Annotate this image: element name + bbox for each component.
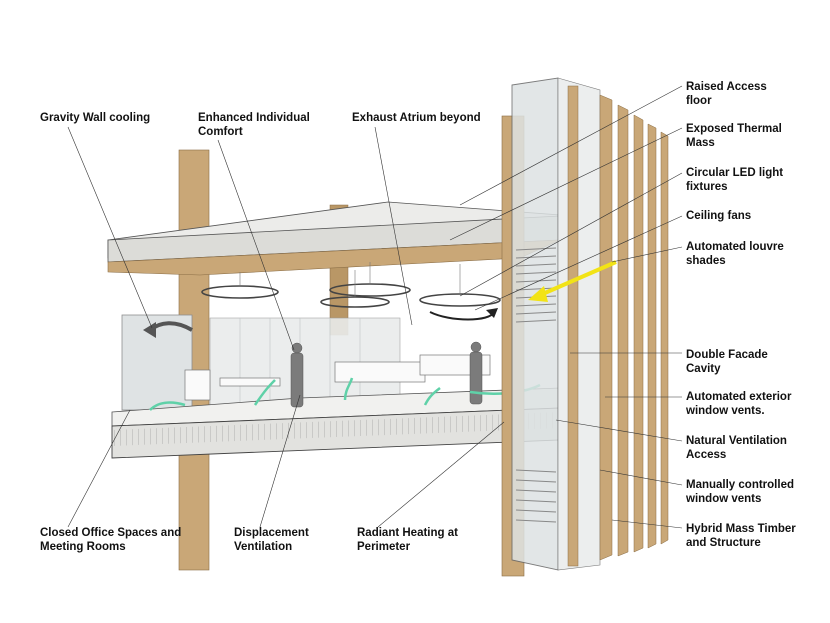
person-2-body: [469, 351, 483, 405]
leader-comfort: [217, 139, 295, 351]
label-louvres: Automated louvre shades: [686, 241, 784, 267]
leader-raised-floor: [459, 85, 683, 206]
leader-louvres: [611, 246, 683, 263]
label-radiant: Radiant Heating at Perimeter: [357, 527, 458, 553]
leader-radiant: [377, 421, 505, 528]
label-hybrid: Hybrid Mass Timber and Structure: [686, 523, 796, 549]
label-double-facade: Double Facade Cavity: [686, 349, 768, 375]
exterior-fins: [599, 94, 669, 561]
leader-atrium: [374, 126, 413, 326]
label-closed-office: Closed Office Spaces and Meeting Rooms: [40, 527, 182, 553]
sunlight-arrowhead: [528, 286, 548, 302]
leader-displacement: [259, 394, 301, 528]
desk-1: [334, 361, 426, 383]
label-thermal-mass: Exposed Thermal Mass: [686, 123, 782, 149]
label-individual-comfort: Enhanced Individual Comfort: [198, 112, 310, 138]
leader-manual-vents: [599, 469, 683, 486]
label-led: Circular LED light fixtures: [686, 167, 784, 193]
label-displacement: Displacement Ventilation: [234, 527, 309, 553]
cabinet: [184, 369, 211, 401]
meeting-table: [219, 377, 281, 387]
meeting-room-glass: [121, 314, 193, 411]
airflow-1: [149, 401, 186, 411]
label-raised-floor: Raised Access floor: [686, 81, 767, 107]
raised-floor-hatch: [112, 412, 560, 446]
sunlight-ray: [537, 260, 617, 298]
label-manual-vents: Manually controlled window vents: [686, 479, 794, 505]
airflow-2: [253, 379, 276, 406]
louvre-shades: [515, 247, 557, 523]
label-exhaust-atrium: Exhaust Atrium beyond: [352, 112, 481, 124]
facade-glass-outer: [511, 77, 559, 571]
leader-closed-office: [67, 409, 131, 528]
airflow-3: [343, 377, 354, 401]
leader-led: [459, 172, 683, 297]
person-1-body: [290, 352, 304, 408]
label-gravity-wall: Gravity Wall cooling: [40, 112, 151, 124]
label-natural-vent: Natural Ventilation Access: [686, 435, 787, 461]
gravity-wall-arrowhead: [143, 322, 156, 338]
airflow-4: [423, 387, 441, 406]
ceiling-fan-arrowhead: [486, 308, 498, 318]
facade-mullion: [567, 85, 579, 567]
label-fans: Ceiling fans: [686, 210, 752, 222]
leader-thermal-mass: [449, 127, 683, 241]
leader-natural-vent: [555, 419, 683, 442]
person-2-head: [470, 341, 482, 353]
ceiling-fan-swirl: [429, 311, 495, 321]
timber-ceiling: [107, 239, 561, 276]
leader-hybrid: [611, 519, 683, 529]
leader-fans: [474, 215, 683, 311]
leader-gravity-wall: [67, 126, 153, 329]
facade-cavity: [557, 77, 601, 571]
label-exterior-vents: Automated exterior window vents.: [686, 391, 792, 417]
led-fixture-1: [201, 285, 279, 299]
